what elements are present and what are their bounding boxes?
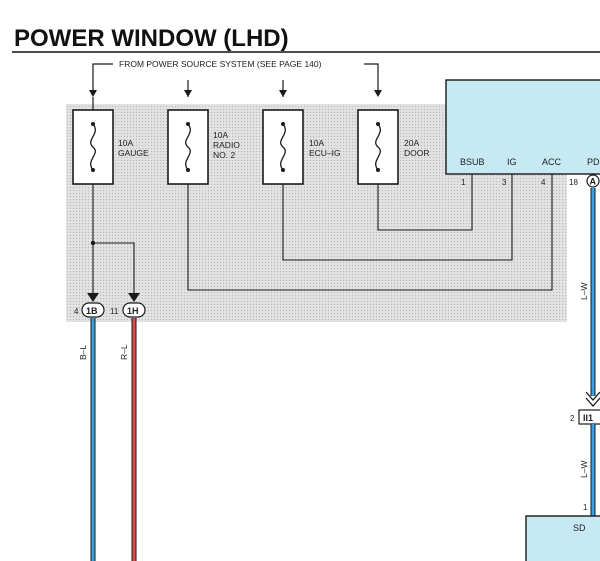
ecu-pin-acc: 4 xyxy=(541,178,546,187)
junction-chevron xyxy=(585,391,600,407)
connector-arrow-1b xyxy=(87,293,99,302)
bottom-component-block xyxy=(525,515,600,561)
wire-radio-to-acc xyxy=(187,174,553,291)
connector-1h-pin: 11 xyxy=(110,307,119,316)
source-arrow-right xyxy=(374,90,382,97)
wire-l-w-upper-label: L–W xyxy=(579,283,589,300)
ecu-terminal-bsub: BSUB xyxy=(460,157,485,167)
wire-gauge-branch xyxy=(93,242,135,300)
connector-arrow-1h xyxy=(128,293,140,302)
source-bracket-right xyxy=(364,63,379,94)
ecu-pin-pd: 18 xyxy=(569,178,578,187)
fuse-ecuig-name: ECU–IG xyxy=(309,148,341,158)
connector-1b-pin: 4 xyxy=(74,307,79,316)
feed-arrow-radio xyxy=(184,90,192,97)
connector-1h-label: 1H xyxy=(127,306,139,316)
ecu-terminal-ig: IG xyxy=(507,157,517,167)
ecu-connector-label: A xyxy=(590,177,597,187)
ecu-pin-bsub: 1 xyxy=(461,178,466,187)
wire-ecuig-to-ig xyxy=(282,174,513,261)
source-note: FROM POWER SOURCE SYSTEM (SEE PAGE 140) xyxy=(119,59,322,69)
bottom-block-label: SD xyxy=(573,523,586,533)
wire-door-to-bsub xyxy=(377,174,473,231)
page-title: POWER WINDOW (LHD) xyxy=(14,25,289,52)
fuse-ecuig-rating: 10A xyxy=(309,138,324,148)
wire-b-l-label: B–L xyxy=(78,345,88,360)
ecu-terminal-acc: ACC xyxy=(542,157,562,167)
wire-r-l xyxy=(131,318,137,561)
fuse-radio-no2: 10A RADIO NO. 2 xyxy=(167,109,240,185)
fuse-gauge-rating: 10A xyxy=(118,138,133,148)
fuse-radio-name: RADIO xyxy=(213,140,240,150)
wire-l-w-lower-label: L–W xyxy=(579,461,589,478)
junction-pin-bottom: 1 xyxy=(583,503,588,512)
junction-label: II1 xyxy=(583,413,593,423)
wire-r-l-label: R–L xyxy=(119,344,129,360)
ecu-block xyxy=(445,79,600,175)
feed-arrow-ecuig xyxy=(279,90,287,97)
connector-1b-label: 1B xyxy=(86,306,98,316)
source-arrow-left xyxy=(89,90,97,97)
connector-1h-badge xyxy=(122,302,146,318)
fuse-door-name: DOOR xyxy=(404,148,430,158)
fuse-radio-name-2: NO. 2 xyxy=(213,150,235,160)
wire-l-w-lower xyxy=(590,424,596,516)
wire-l-w-upper xyxy=(590,188,596,396)
fuse-radio-rating: 10A xyxy=(213,130,228,140)
wire-b-l xyxy=(90,318,96,561)
fuse-door-rating: 20A xyxy=(404,138,419,148)
ecu-pin-ig: 3 xyxy=(502,178,507,187)
connector-1b-badge xyxy=(81,302,105,318)
source-bracket-left xyxy=(92,63,113,94)
fuse-gauge-name: GAUGE xyxy=(118,148,149,158)
ecu-terminal-pd: PD xyxy=(587,157,600,167)
ecu-connector-badge xyxy=(586,174,600,188)
fuse-door: 20A DOOR xyxy=(357,109,430,185)
junction-pin-top: 2 xyxy=(570,414,575,423)
